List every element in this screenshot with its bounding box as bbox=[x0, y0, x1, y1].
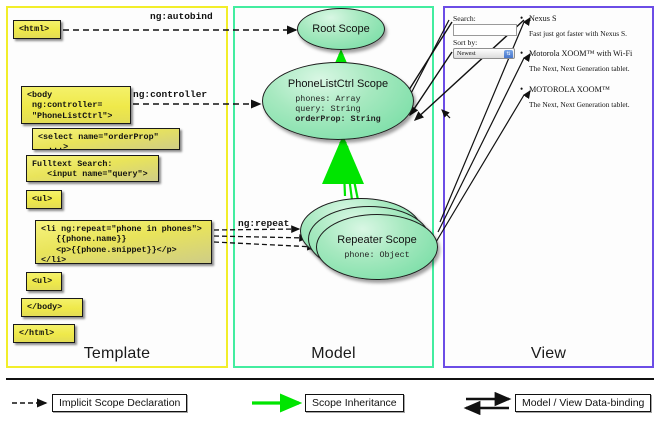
phone-name: Nexus S bbox=[529, 14, 647, 23]
scope-phonelistctrl-props: phones: Array query: String orderProp: S… bbox=[295, 94, 380, 124]
phone-list-item[interactable]: Motorola XOOM™ with Wi-Fi The Next, Next… bbox=[529, 49, 647, 73]
edge-label-ng-repeat: ng:repeat bbox=[238, 218, 290, 229]
legend-divider bbox=[6, 378, 654, 380]
sort-by-select[interactable]: Newest ⇅ bbox=[453, 48, 515, 59]
phone-snippet: Fast just got faster with Nexus S. bbox=[529, 29, 627, 38]
chevron-updown-icon: ⇅ bbox=[504, 50, 513, 58]
scope-prop-query: query: String bbox=[295, 104, 361, 114]
scope-repeater-props: phone: Object bbox=[344, 250, 409, 260]
scope-phonelistctrl-title: PhoneListCtrl Scope bbox=[287, 78, 389, 90]
code-box-li-ngrepeat[interactable]: <li ng:repeat="phone in phones"> {{phone… bbox=[35, 220, 212, 265]
phone-list-item[interactable]: MOTOROLA XOOM™ The Next, Next Generation… bbox=[529, 85, 647, 109]
legend-scope-inheritance: Scope Inheritance bbox=[305, 394, 404, 412]
view-panel: Search: Sort by: Newest ⇅ Nexus S Fast j… bbox=[449, 12, 648, 132]
code-box-fulltext-search[interactable]: Fulltext Search: <input name="query"> bbox=[26, 155, 159, 182]
column-model bbox=[233, 6, 434, 368]
phone-name: MOTOROLA XOOM™ bbox=[529, 85, 647, 94]
scope-prop-orderprop: orderProp: String bbox=[295, 114, 381, 124]
scope-repeater[interactable]: Repeater Scope phone: Object bbox=[316, 214, 438, 280]
scope-root-title: Root Scope bbox=[312, 22, 370, 35]
edge-label-ng-autobind: ng:autobind bbox=[150, 11, 213, 22]
code-box-body-close[interactable]: </body> bbox=[21, 298, 83, 317]
legend-implicit-scope-declaration: Implicit Scope Declaration bbox=[52, 394, 188, 412]
code-box-ul-close[interactable]: <ul> bbox=[26, 272, 62, 291]
sort-by-label: Sort by: bbox=[453, 38, 478, 47]
code-box-select[interactable]: <select name="orderProp" ...> bbox=[32, 128, 180, 152]
column-label-template: Template bbox=[83, 345, 151, 362]
search-label: Search: bbox=[453, 14, 476, 23]
scope-prop-phones: phones: Array bbox=[295, 94, 361, 104]
sort-by-selected-value: Newest bbox=[457, 50, 476, 57]
phone-snippet: The Next, Next Generation tablet. bbox=[529, 64, 630, 73]
edge-label-ng-controller: ng:controller bbox=[133, 89, 208, 100]
column-label-model: Model bbox=[311, 345, 356, 362]
scope-phonelistctrl[interactable]: PhoneListCtrl Scope phones: Array query:… bbox=[262, 62, 414, 140]
code-box-html-close[interactable]: </html> bbox=[13, 324, 75, 343]
scope-prop-phone: phone: Object bbox=[344, 250, 410, 260]
column-label-view: View bbox=[530, 345, 567, 362]
search-input[interactable] bbox=[453, 24, 517, 36]
code-box-body-open[interactable]: <body ng:controller= "PhoneListCtrl"> bbox=[21, 86, 131, 124]
phone-name: Motorola XOOM™ with Wi-Fi bbox=[529, 49, 647, 58]
phone-list-item[interactable]: Nexus S Fast just got faster with Nexus … bbox=[529, 14, 647, 38]
legend-model-view-data-binding: Model / View Data-binding bbox=[515, 394, 652, 412]
phone-snippet: The Next, Next Generation tablet. bbox=[529, 100, 630, 109]
code-box-html-open[interactable]: <html> bbox=[13, 20, 61, 39]
scope-repeater-title: Repeater Scope bbox=[337, 234, 417, 246]
code-box-ul-open[interactable]: <ul> bbox=[26, 190, 62, 209]
scope-root[interactable]: Root Scope bbox=[297, 8, 385, 50]
